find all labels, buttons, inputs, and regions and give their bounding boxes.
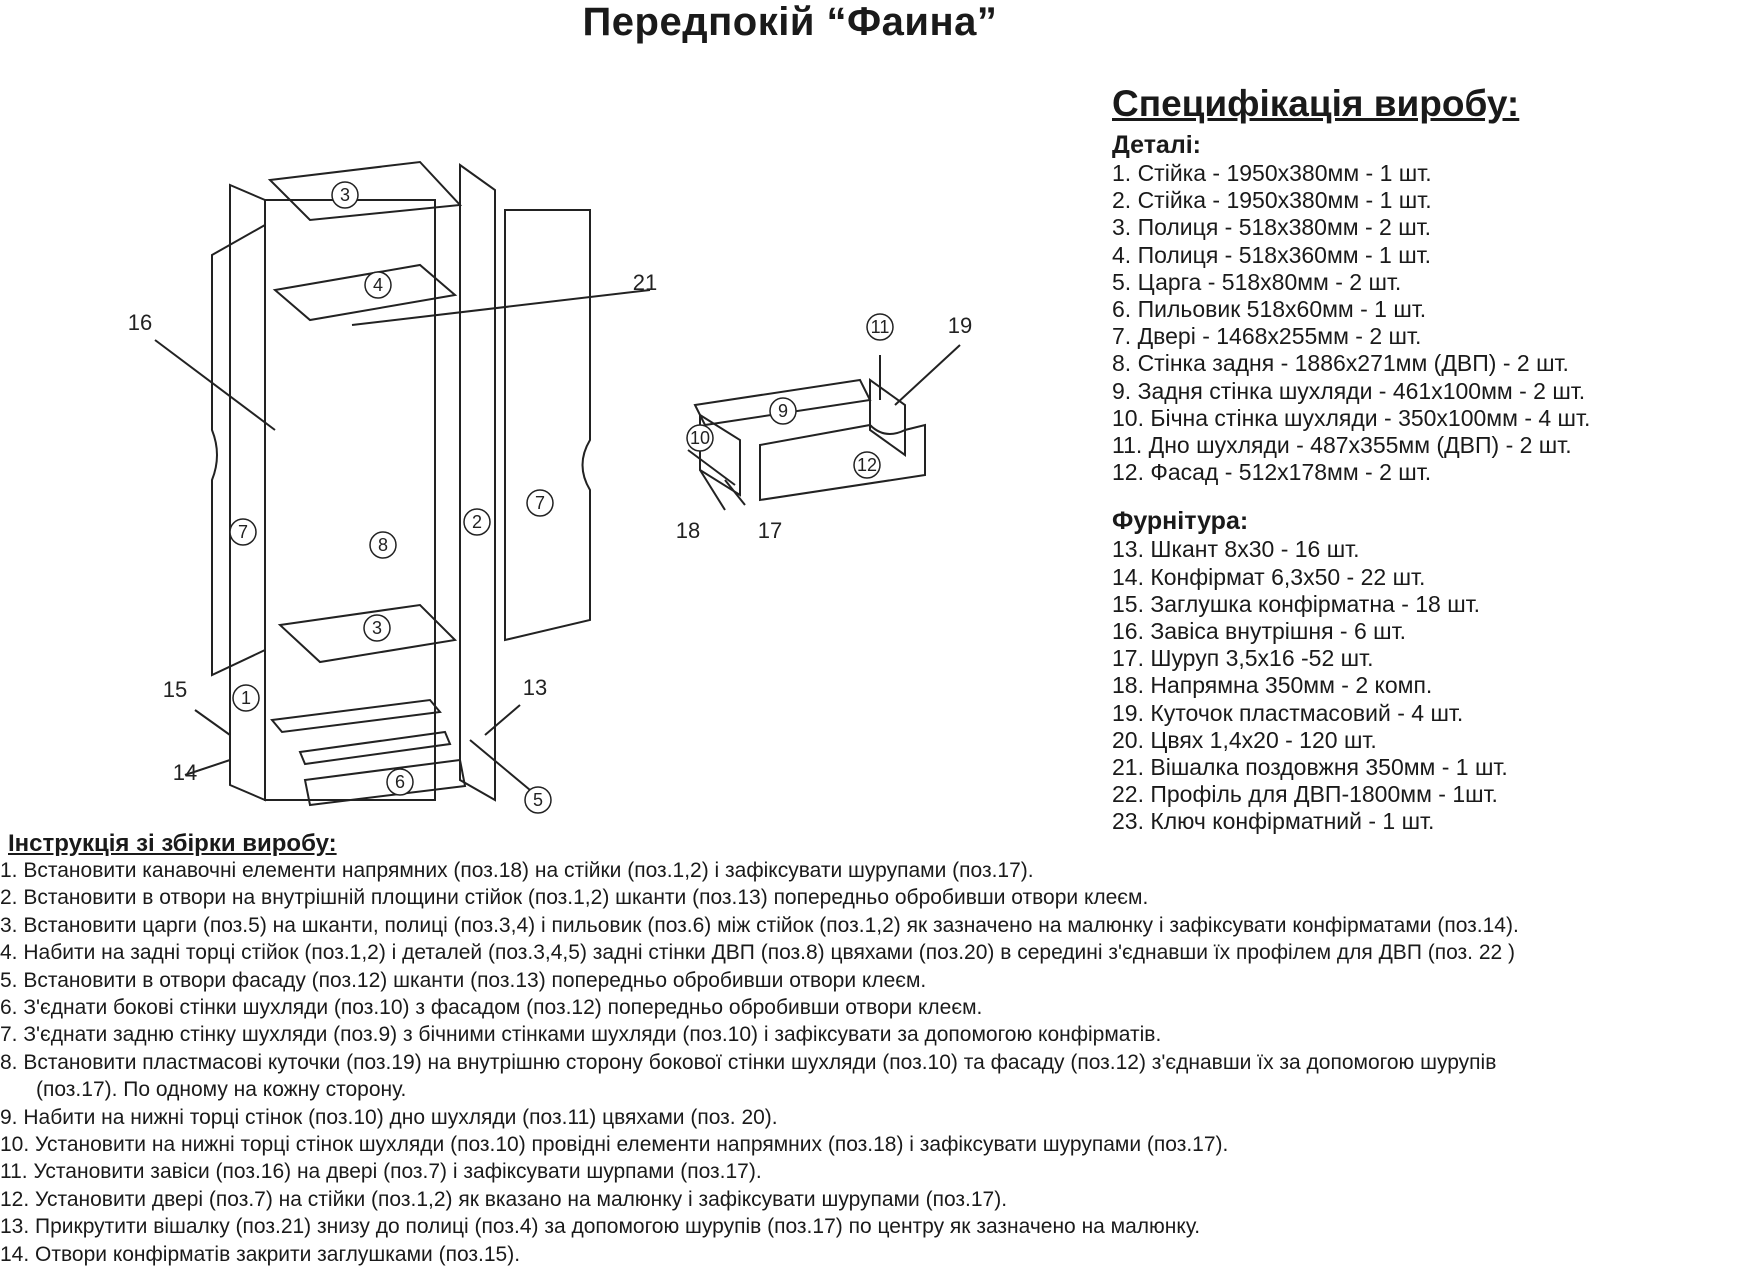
- drawer-side-10b: [869, 378, 906, 457]
- specification-panel: Специфікація виробу: Деталі: 1. Стійка -…: [1112, 84, 1752, 836]
- stand-1: [229, 183, 266, 802]
- list-item: 6. Пильовик 518х60мм - 1 шт.: [1112, 296, 1427, 323]
- list-item: 1. Встановити канавочні елементи напрямн…: [0, 859, 1034, 882]
- list-item: 7. З'єднати задню стінку шухляди (поз.9)…: [0, 1023, 1162, 1047]
- list-item: 6. З'єднати бокові стінки шухляди (поз.1…: [0, 996, 983, 1020]
- list-item: 19. Куточок пластмасовий - 4 шт.: [1112, 699, 1464, 726]
- instructions-title: Інструкція зі збірки виробу:: [8, 830, 337, 857]
- list-item: 2. Встановити в отвори на внутрішній пло…: [0, 886, 1149, 910]
- label-21: 21: [633, 270, 657, 295]
- label-3: 3: [340, 185, 350, 205]
- label-15: 15: [163, 677, 187, 702]
- list-item: 23. Ключ конфірматний - 1 шт.: [1112, 808, 1435, 835]
- spec-title: Специфікація виробу:: [1112, 83, 1520, 124]
- list-item: 1. Стійка - 1950х380мм - 1 шт.: [1112, 160, 1432, 186]
- list-item: 4. Полиця - 518х360мм - 1 шт.: [1112, 241, 1432, 268]
- list-item: 17. Шуруп 3,5х16 -52 шт.: [1112, 645, 1374, 672]
- list-item: 7. Двері - 1468х255мм - 2 шт.: [1112, 323, 1422, 350]
- label-16: 16: [128, 310, 152, 335]
- label-14: 14: [173, 760, 197, 785]
- list-item: 5. Встановити в отвори фасаду (поз.12) ш…: [0, 968, 927, 992]
- list-item: 20. Цвях 1,4х20 - 120 шт.: [1112, 726, 1377, 753]
- list-item: 12. Фасад - 512х178мм - 2 шт.: [1112, 459, 1432, 486]
- label-2: 2: [472, 512, 482, 532]
- list-item: 14. Конфірмат 6,3х50 - 22 шт.: [1112, 563, 1426, 590]
- shelf-4: [272, 263, 458, 322]
- label-13: 13: [523, 675, 547, 700]
- hardware-heading: Фурнітура:: [1112, 507, 1249, 536]
- list-item: 9. Задня стінка шухляди - 461х100мм - 2 …: [1112, 377, 1586, 404]
- list-item: 15. Заглушка конфірматна - 18 шт.: [1112, 590, 1481, 617]
- label-19: 19: [948, 313, 972, 338]
- details-heading: Деталі:: [1112, 131, 1201, 159]
- dust-panel-6: [303, 758, 467, 807]
- shelf-3-bottom: [277, 603, 458, 664]
- list-item: 8. Стінка задня - 1886х271мм (ДВП) - 2 ш…: [1112, 350, 1569, 377]
- drawer-front-12: [759, 423, 926, 502]
- instructions-list: 1. Встановити канавочні елементи напрямн…: [0, 857, 1762, 1268]
- label-11: 11: [871, 317, 890, 337]
- list-item: 14. Отвори конфірматів закрити заглушкам…: [0, 1242, 521, 1266]
- list-item: 16. Завіса внутрішня - 6 шт.: [1112, 618, 1406, 645]
- label-4: 4: [373, 275, 383, 295]
- instructions-panel: Інструкція зі збірки виробу: 1. Встанови…: [0, 830, 1762, 1268]
- label-18: 18: [676, 518, 700, 543]
- list-item: 2. Стійка - 1950х380мм - 1 шт.: [1112, 187, 1432, 214]
- list-item: 11. Дно шухляди - 487х355мм (ДВП) - 2 шт…: [1112, 432, 1572, 459]
- page-title: Передпокій “Фаина”: [582, 0, 998, 44]
- stand-2: [459, 163, 496, 802]
- list-item: 13. Шкант 8х30 - 16 шт.: [1112, 536, 1360, 563]
- label-6: 6: [395, 772, 405, 792]
- list-item: 21. Вішалка поздовжня 350мм - 1 шт.: [1112, 754, 1508, 781]
- list-item: 5. Царга - 518х80мм - 2 шт.: [1112, 268, 1402, 295]
- details-list: 1. Стійка - 1950х380мм - 1 шт. 2. Стійка…: [1112, 160, 1752, 486]
- label-10: 10: [690, 428, 710, 448]
- guide-18: [687, 449, 736, 486]
- door-right-7: [504, 209, 591, 642]
- rail-5: [270, 698, 442, 734]
- list-item: 3. Встановити царги (поз.5) на шканти, п…: [0, 913, 1519, 937]
- list-item: 4. Набити на задні торці стійок (поз.1,2…: [0, 941, 1516, 965]
- door-left-7: [211, 223, 266, 677]
- label-3b: 3: [372, 618, 382, 638]
- label-9: 9: [778, 401, 788, 421]
- list-item: 13. Прикрутити вішалку (поз.21) знизу до…: [0, 1215, 1201, 1239]
- list-item: 11. Установити завіси (поз.16) на двері …: [0, 1160, 762, 1184]
- list-item: 10. Установити на нижні торці стінок шух…: [0, 1133, 1229, 1157]
- label-8: 8: [378, 535, 388, 555]
- label-5: 5: [533, 790, 543, 810]
- label-7: 7: [238, 522, 248, 542]
- list-item: 9. Набити на нижні торці стінок (поз.10)…: [0, 1105, 778, 1129]
- label-12: 12: [857, 455, 877, 475]
- label-7b: 7: [535, 493, 545, 513]
- label-1: 1: [241, 688, 251, 708]
- rail-5b: [298, 730, 452, 766]
- list-item: 8. Встановити пластмасові куточки (поз.1…: [0, 1050, 1497, 1074]
- hardware-list: 13. Шкант 8х30 - 16 шт. 14. Конфірмат 6,…: [1112, 536, 1752, 835]
- list-item: 12. Установити двері (поз.7) на стійки (…: [0, 1187, 1008, 1211]
- label-17: 17: [758, 518, 782, 543]
- list-item: 10. Бічна стінка шухляди - 350х100мм - 4…: [1112, 404, 1591, 431]
- assembly-diagram: 3 4 7 8 2 7 3 1 6 5 9 10 12 11 21 16 19 …: [128, 160, 972, 814]
- list-item: 3. Полиця - 518х380мм - 2 шт.: [1112, 214, 1432, 241]
- list-item: (поз.17). По одному на кожну сторону.: [36, 1078, 407, 1102]
- list-item: 22. Профіль для ДВП-1800мм - 1шт.: [1112, 781, 1498, 808]
- list-item: 18. Напрямна 350мм - 2 комп.: [1112, 672, 1433, 699]
- hanger-21-leader: [351, 289, 651, 326]
- shelf-3-top: [267, 160, 463, 222]
